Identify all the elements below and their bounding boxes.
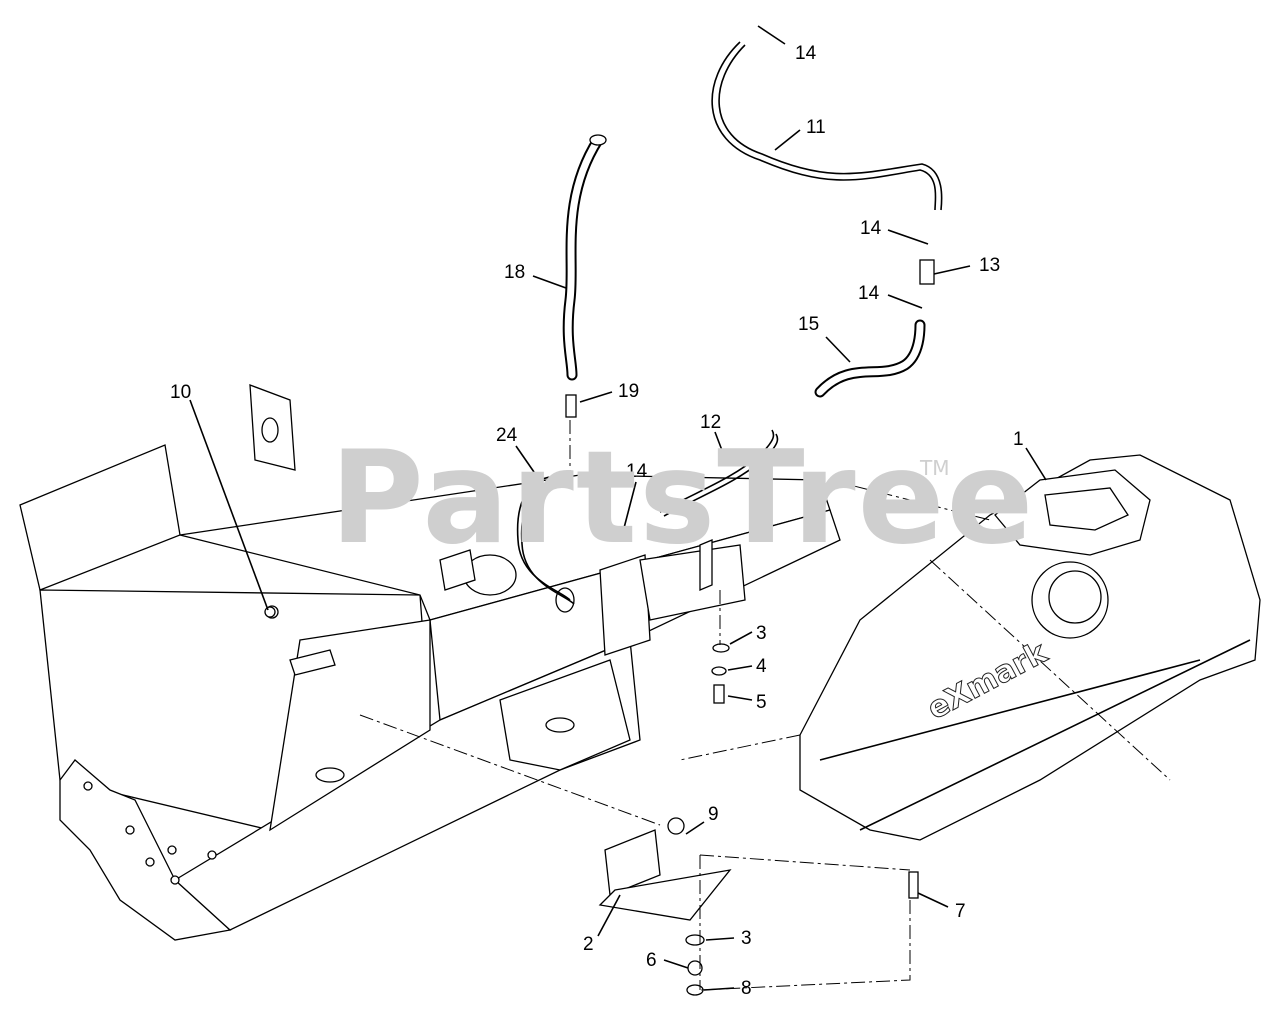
callout-10: 10 — [170, 382, 191, 403]
hose-11 — [711, 41, 943, 211]
callout-14: 14 — [795, 43, 817, 64]
leader-lines — [189, 25, 1047, 991]
callout-4: 4 — [756, 656, 767, 677]
callout-6: 6 — [646, 950, 657, 971]
fuel-line-12 — [659, 429, 779, 517]
callout-3: 3 — [741, 928, 752, 949]
callout-14: 14 — [860, 218, 882, 239]
hose-15 — [814, 319, 926, 398]
callout-14: 14 — [626, 461, 648, 482]
callout-14: 14 — [858, 283, 880, 304]
fuel-tank — [799, 454, 1261, 841]
callout-5: 5 — [756, 692, 767, 713]
callout-7: 7 — [955, 901, 966, 922]
callout-1: 1 — [1013, 429, 1024, 450]
callout-19: 19 — [618, 381, 639, 402]
callout-labels: 14 11 14 13 14 15 18 19 10 24 12 14 1 3 … — [170, 43, 1024, 999]
assembly-lines — [359, 420, 1171, 991]
callout-15: 15 — [798, 314, 819, 335]
callout-9: 9 — [708, 804, 719, 825]
fuel-line-24 — [516, 475, 575, 605]
frame-assembly — [19, 384, 841, 941]
callout-11: 11 — [806, 117, 826, 138]
callout-13: 13 — [979, 255, 1000, 276]
hardware — [264, 259, 935, 996]
callout-18: 18 — [504, 262, 525, 283]
callout-8: 8 — [741, 978, 752, 999]
callout-24: 24 — [496, 425, 518, 446]
hose-18 — [562, 134, 607, 381]
callout-3: 3 — [756, 623, 767, 644]
callout-12: 12 — [700, 412, 721, 433]
callout-2: 2 — [583, 934, 594, 955]
